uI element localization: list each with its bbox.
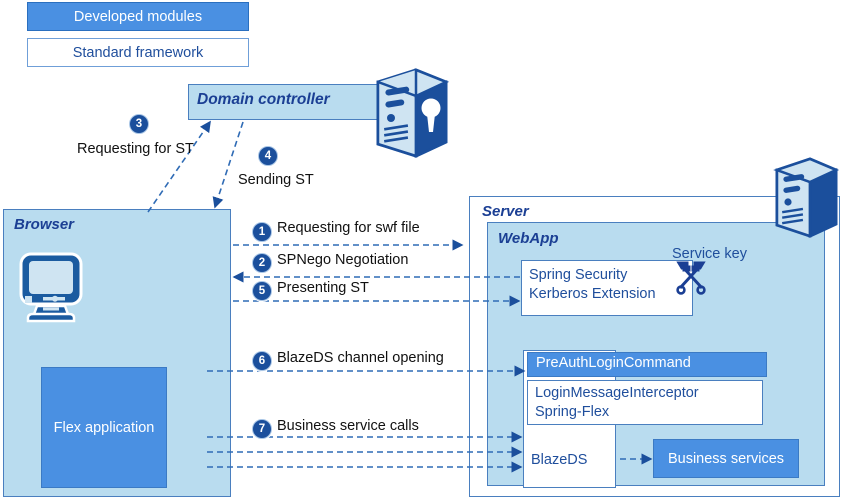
flow-label-4: Sending ST: [238, 172, 314, 188]
blazeds-label: BlazeDS: [531, 452, 588, 468]
flow-label-6: BlazeDS channel opening: [277, 350, 444, 366]
spring-security-line2: Kerberos Extension: [529, 285, 656, 302]
server-title: Server: [482, 203, 529, 220]
legend-developed-modules: Developed modules: [27, 2, 249, 31]
domain-controller-panel: [188, 84, 387, 120]
flex-application-box: Flex application: [41, 367, 167, 488]
browser-title: Browser: [14, 216, 75, 233]
flow-label-3: Requesting for ST: [77, 141, 194, 157]
flow-bullet-5: 5: [252, 281, 272, 301]
flow-bullet-7: 7: [252, 419, 272, 439]
preauth-login-command-box: PreAuthLoginCommand: [527, 352, 767, 377]
flow-bullet-3: 3: [129, 114, 149, 134]
flow-label-5: Presenting ST: [277, 280, 369, 296]
interceptor-line1: LoginMessageInterceptor: [535, 385, 699, 401]
interceptor-line2: Spring-Flex: [535, 403, 610, 420]
login-message-interceptor-box: LoginMessageInterceptor Spring-Flex: [527, 380, 763, 425]
flow-bullet-1: 1: [252, 222, 272, 242]
spring-security-kerberos-box: Spring Security Kerberos Extension: [521, 260, 693, 316]
spring-security-line1: Spring Security: [529, 267, 628, 283]
flow-label-7: Business service calls: [277, 418, 419, 434]
business-services-box: Business services: [653, 439, 799, 478]
flow-label-2: SPNego Negotiation: [277, 252, 409, 268]
domain-controller-title: Domain controller: [197, 91, 330, 108]
flow-bullet-6: 6: [252, 351, 272, 371]
flow-bullet-4: 4: [258, 146, 278, 166]
webapp-title: WebApp: [498, 230, 559, 247]
service-key-label: Service key: [672, 246, 747, 262]
legend-standard-framework: Standard framework: [27, 38, 249, 67]
flow-bullet-2: 2: [252, 253, 272, 273]
flow-label-1: Requesting for swf file: [277, 220, 420, 236]
